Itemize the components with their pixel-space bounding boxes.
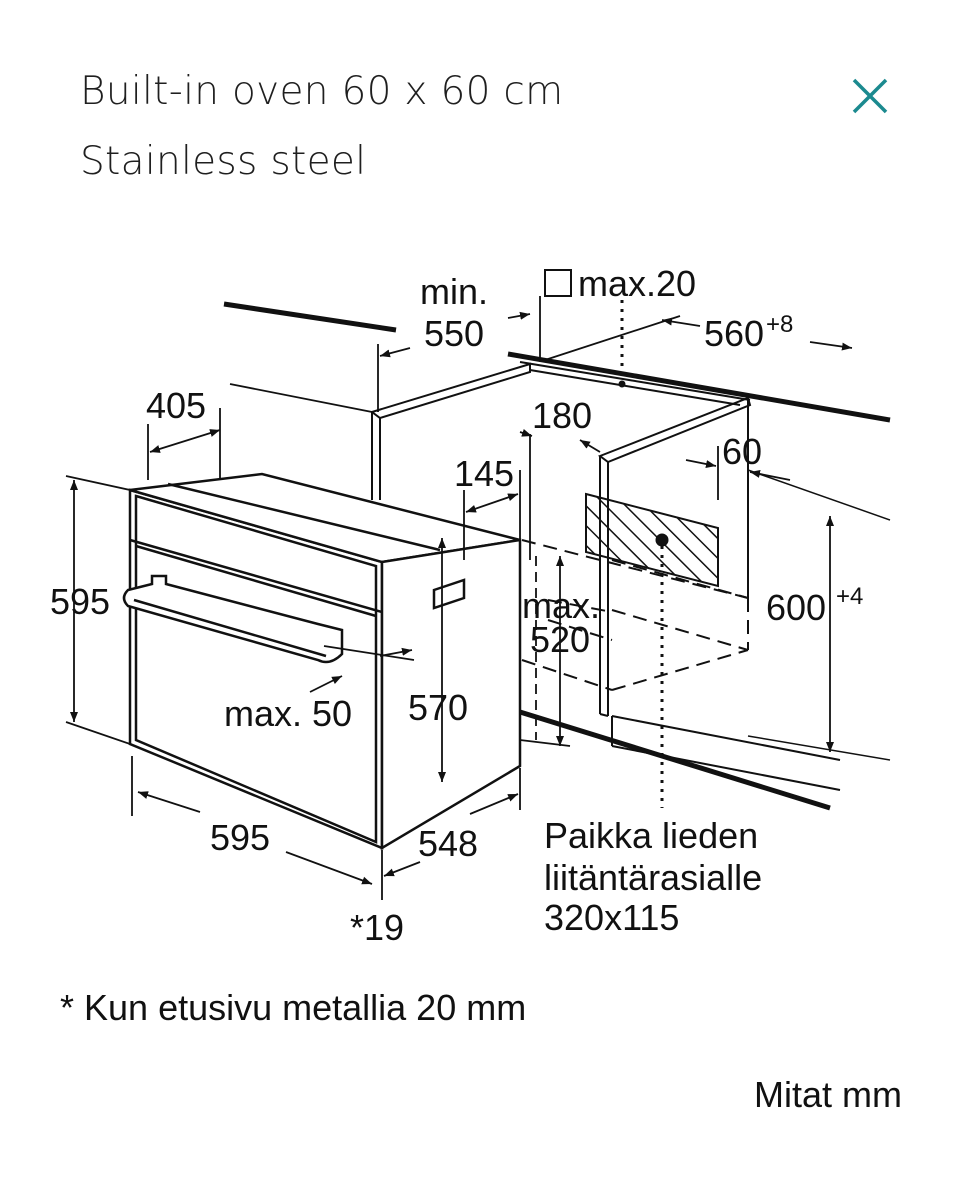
dim-145: 145	[454, 453, 514, 494]
dim-595-height: 595	[50, 581, 110, 622]
dim-max20: max.20	[578, 263, 696, 304]
dim-405: 405	[146, 385, 206, 426]
oven-body	[122, 472, 522, 851]
footnote: * Kun etusivu metallia 20 mm	[60, 987, 527, 1028]
dim-max50: max. 50	[224, 693, 352, 734]
close-button[interactable]	[846, 72, 894, 120]
socket-note-line3: 320x115	[544, 897, 679, 938]
dim-19: *19	[350, 907, 404, 948]
socket-note-line1: Paikka lieden	[544, 815, 758, 856]
dim-560: 560	[704, 313, 764, 354]
dim-max520-bottom: 520	[530, 619, 590, 660]
dim-max520-top: max.	[522, 585, 600, 626]
dim-595-width: 595	[210, 817, 270, 858]
dim-570: 570	[408, 687, 468, 728]
cabinet-structure	[223, 300, 891, 811]
units-note: Mitat mm	[754, 1074, 902, 1115]
square-symbol-icon	[544, 269, 572, 297]
product-subtitle: Stainless steel	[80, 139, 367, 184]
dim-550: 550	[424, 313, 484, 354]
dimension-lines	[65, 296, 853, 900]
dim-600: 600	[766, 587, 826, 628]
dim-min-label: min.	[420, 271, 488, 312]
dim-600-tolerance: +4	[836, 583, 863, 610]
product-title: Built-in oven 60 x 60 cm	[80, 69, 564, 114]
dim-560-tolerance: +8	[766, 311, 793, 338]
socket-note-line2: liitäntärasialle	[544, 857, 762, 898]
dim-180: 180	[532, 395, 592, 436]
close-icon	[852, 78, 888, 114]
dim-548: 548	[418, 823, 478, 864]
dim-60: 60	[722, 431, 762, 472]
